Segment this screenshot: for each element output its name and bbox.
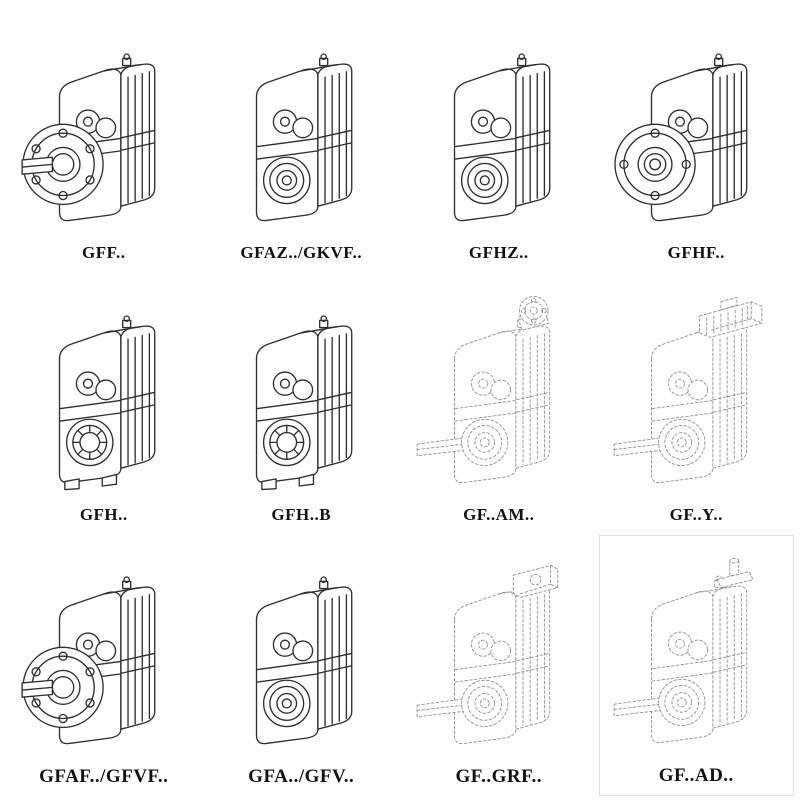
product-label: GF..Y..	[669, 505, 723, 525]
product-label: GFAZ../GKVF..	[240, 242, 363, 262]
gearbox-drawing-hollow-bore	[453, 52, 551, 221]
product-cell-gfa-gfv: GFA../GFV..	[204, 535, 400, 796]
product-label: GFAF../GFVF..	[39, 765, 169, 787]
gearbox-drawing-with-motor	[613, 297, 763, 484]
product-cell-gf-grf: GF..GRF..	[401, 535, 597, 796]
gearbox-drawing-flange-hollow	[614, 52, 748, 221]
product-label: GF..AD..	[658, 764, 734, 786]
product-label: GFA../GFV..	[248, 765, 355, 787]
product-label: GFHZ..	[468, 242, 529, 262]
product-label: GFF..	[82, 242, 126, 262]
product-label: GFH..B	[271, 505, 332, 525]
product-cell-gf-y: GF..Y..	[599, 273, 795, 534]
gearbox-drawing-input-shaft-adapter	[613, 558, 754, 744]
gearbox-drawing-splined-bore	[58, 315, 156, 491]
gearbox-drawing-splined-bore-feet	[256, 315, 353, 491]
gearbox-drawing-flange-shaft	[21, 576, 156, 745]
product-cell-gf-am: GF..AM..	[401, 273, 597, 534]
gearbox-drawing-flange-shaft	[21, 52, 156, 221]
product-cell-gfhz: GFHZ..	[401, 10, 597, 271]
product-label: GFHF..	[667, 242, 725, 262]
product-cell-gfhf: GFHF..	[599, 10, 795, 271]
gearbox-drawing-input-flange-adapter	[416, 296, 550, 484]
product-cell-gff: GFF..	[6, 10, 202, 271]
gearbox-drawing-hollow-bore	[256, 576, 353, 745]
product-cell-gfaf-gfvf: GFAF../GFVF..	[6, 535, 202, 796]
product-cell-gf-ad: GF..AD..	[598, 535, 794, 796]
product-cell-gfh: GFH..	[6, 273, 202, 534]
product-cell-gfaz-gkvf: GFAZ../GKVF..	[204, 10, 400, 271]
product-label: GF..GRF..	[455, 765, 542, 787]
gearbox-drawing-hollow-bore	[256, 52, 353, 221]
product-label: GF..AM..	[463, 505, 535, 525]
gearbox-drawing-square-flange-adapter	[416, 564, 558, 745]
product-cell-gfh-b: GFH..B	[204, 273, 400, 534]
product-label: GFH..	[79, 505, 128, 525]
